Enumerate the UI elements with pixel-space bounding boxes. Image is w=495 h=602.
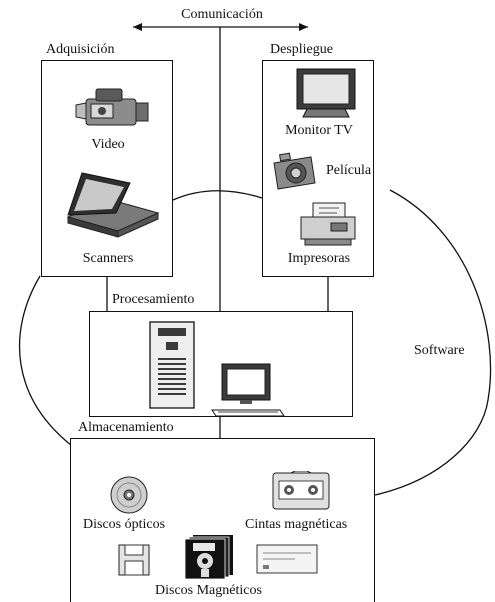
storage-title: Almacenamiento: [78, 420, 174, 435]
magnetic-card-icon: [256, 544, 318, 574]
display-item-label: Monitor TV: [285, 123, 353, 138]
floppy-disk-light-icon: [118, 544, 150, 576]
floppy-disks-icon: [184, 535, 233, 580]
tape-cassette-icon: [272, 471, 330, 510]
display-title: Despliegue: [270, 42, 333, 57]
storage-box: Discos ópticos Cintas magnéticas: [70, 438, 375, 602]
software-label: Software: [414, 343, 465, 358]
software-ring: [18, 189, 492, 496]
communication-label: Comunicación: [181, 7, 263, 22]
flatbed-scanner-icon: [66, 172, 160, 238]
display-item-label: Impresoras: [287, 251, 351, 266]
acquisition-title: Adquisición: [46, 42, 115, 57]
processing-title: Procesamiento: [112, 292, 195, 307]
acquisition-item-label: Video: [91, 137, 125, 152]
acquisition-item-label: Scanners: [82, 251, 134, 266]
acquisition-box: Video Scanners: [41, 60, 173, 277]
workstation-monitor-icon: [211, 363, 285, 417]
storage-item-label: Discos ópticos: [83, 517, 166, 532]
storage-item-label: Discos Magnéticos: [155, 583, 262, 598]
optical-disc-icon: [110, 476, 148, 514]
photo-camera-icon: [273, 152, 316, 190]
computer-tower-icon: [149, 321, 195, 409]
display-box: Monitor TV Película Impresoras: [262, 60, 374, 277]
video-camera-icon: [75, 88, 149, 126]
display-item-label: Película: [326, 163, 372, 178]
tv-monitor-icon: [296, 68, 356, 118]
printer-icon: [300, 202, 356, 246]
processing-box: [89, 311, 353, 417]
storage-item-label: Cintas magnéticas: [245, 517, 348, 532]
